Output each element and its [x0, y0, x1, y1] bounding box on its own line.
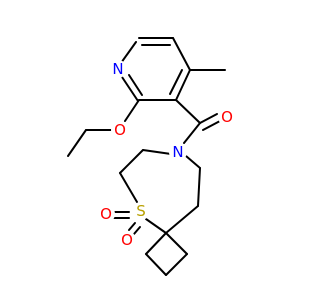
- atom-label: O: [121, 231, 133, 249]
- molecule-structure: N O O N S O O: [67, 37, 236, 276]
- atom-label: S: [136, 202, 146, 220]
- bond-layer: [67, 37, 226, 276]
- bond-n1-c2-inner: [128, 74, 143, 96]
- atom-layer: N O O N S O O: [97, 60, 236, 249]
- bond-c3-c4: [175, 69, 191, 101]
- bond-cspiro-cb1: [145, 232, 167, 255]
- bond-cb2-cb3: [165, 253, 188, 276]
- bond-n-ca: [142, 149, 172, 155]
- bond-c-o-2: [202, 120, 221, 131]
- atom-o-sulfonyl-2: O: [118, 231, 136, 249]
- atom-label: O: [221, 108, 233, 126]
- atom-n-amide: N: [169, 143, 187, 161]
- atom-label: N: [172, 143, 183, 161]
- bond-cspiro-cc: [165, 205, 199, 234]
- atom-o-ethoxy: O: [111, 121, 129, 139]
- bond-c3-carbonyl: [175, 99, 201, 124]
- bond-c3-c4-inner: [169, 69, 183, 95]
- atom-label: O: [100, 205, 112, 223]
- bond-c4-c5: [172, 37, 191, 71]
- atom-label: O: [114, 121, 126, 139]
- bond-n1-c6: [120, 41, 137, 64]
- bond-n1-c2: [121, 76, 139, 102]
- bond-s-o2-inner: [133, 226, 141, 235]
- bond-cd-n: [185, 155, 201, 169]
- bond-c2-o: [124, 99, 140, 122]
- bond-carbonyl-n: [183, 122, 201, 144]
- bond-ca-cb: [119, 149, 144, 174]
- atom-o-sulfonyl-1: O: [97, 205, 115, 223]
- bond-c-o-1: [199, 113, 218, 124]
- atom-o-carbonyl: O: [218, 108, 236, 126]
- bond-cb1-cb2: [145, 253, 167, 276]
- atom-n-pyridine: N: [109, 60, 127, 78]
- bond-cb-s: [119, 172, 138, 203]
- molecule-diagram: N O O N S O O: [67, 37, 236, 276]
- bond-ch2-ch3: [67, 129, 87, 157]
- bond-s-o2: [128, 222, 136, 231]
- bond-cc-cd: [197, 167, 201, 207]
- atom-s-sulfonyl: S: [132, 202, 150, 220]
- atom-label: N: [112, 60, 123, 78]
- bond-cb3-cspiro: [165, 232, 188, 255]
- bond-s-cspiro: [145, 218, 167, 234]
